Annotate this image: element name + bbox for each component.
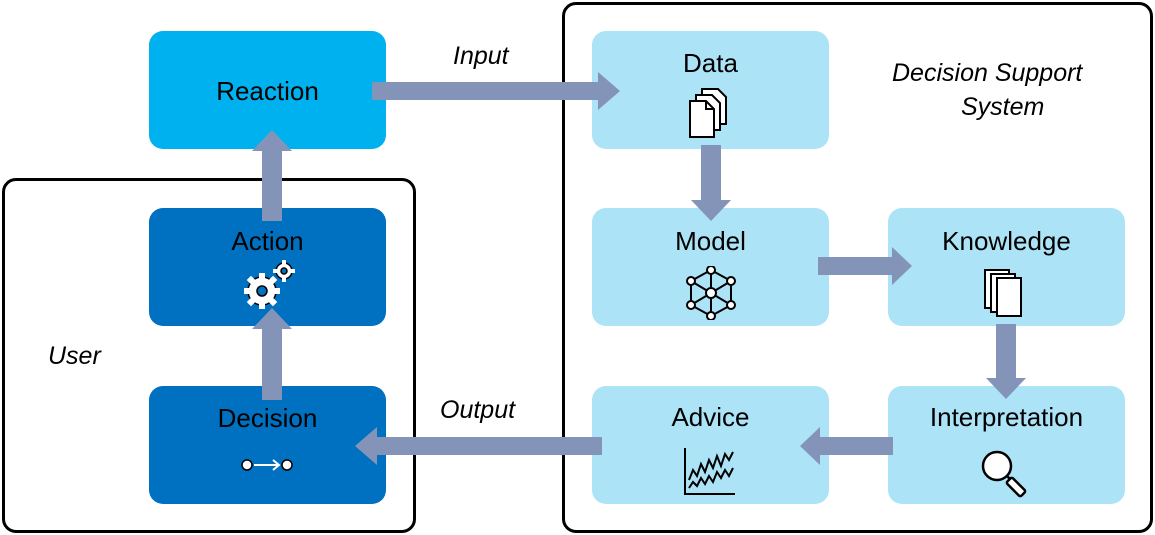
- knowledge-label: Knowledge: [942, 226, 1071, 256]
- reaction-label: Reaction: [216, 76, 319, 106]
- magnifier-icon: [981, 450, 1027, 498]
- reaction-box: Reaction: [149, 31, 386, 149]
- dss-label-line2: System: [961, 93, 1045, 121]
- output-label: Output: [440, 396, 516, 424]
- action-label: Action: [231, 226, 304, 256]
- network-cube-icon: [686, 266, 736, 320]
- input-label: Input: [453, 42, 509, 70]
- input-arrow: [372, 72, 620, 110]
- data-label: Data: [683, 48, 738, 78]
- knowledge-to-interpretation-arrow: [986, 324, 1026, 399]
- decision-to-action-arrow: [252, 308, 292, 400]
- action-box: Action: [149, 208, 386, 326]
- data-to-model-arrow: [691, 145, 731, 221]
- output-arrow: [355, 427, 602, 465]
- interpretation-to-advice-arrow: [800, 427, 893, 465]
- action-to-reaction-arrow: [252, 130, 292, 221]
- dss-label-line1: Decision Support: [892, 59, 1083, 87]
- process-flow-icon: [241, 459, 293, 471]
- books-icon: [984, 269, 1022, 317]
- model-label: Model: [675, 226, 746, 256]
- interpretation-box: Interpretation: [888, 386, 1125, 504]
- decision-label: Decision: [217, 403, 318, 433]
- advice-box: Advice: [592, 386, 829, 504]
- model-to-knowledge-arrow: [818, 247, 912, 285]
- line-chart-icon: [684, 448, 735, 495]
- gears-icon: [244, 260, 295, 309]
- decision-box: Decision: [149, 386, 386, 504]
- advice-label: Advice: [671, 402, 750, 432]
- interpretation-label: Interpretation: [929, 402, 1084, 432]
- documents-icon: [689, 88, 727, 138]
- user-label: User: [48, 342, 101, 370]
